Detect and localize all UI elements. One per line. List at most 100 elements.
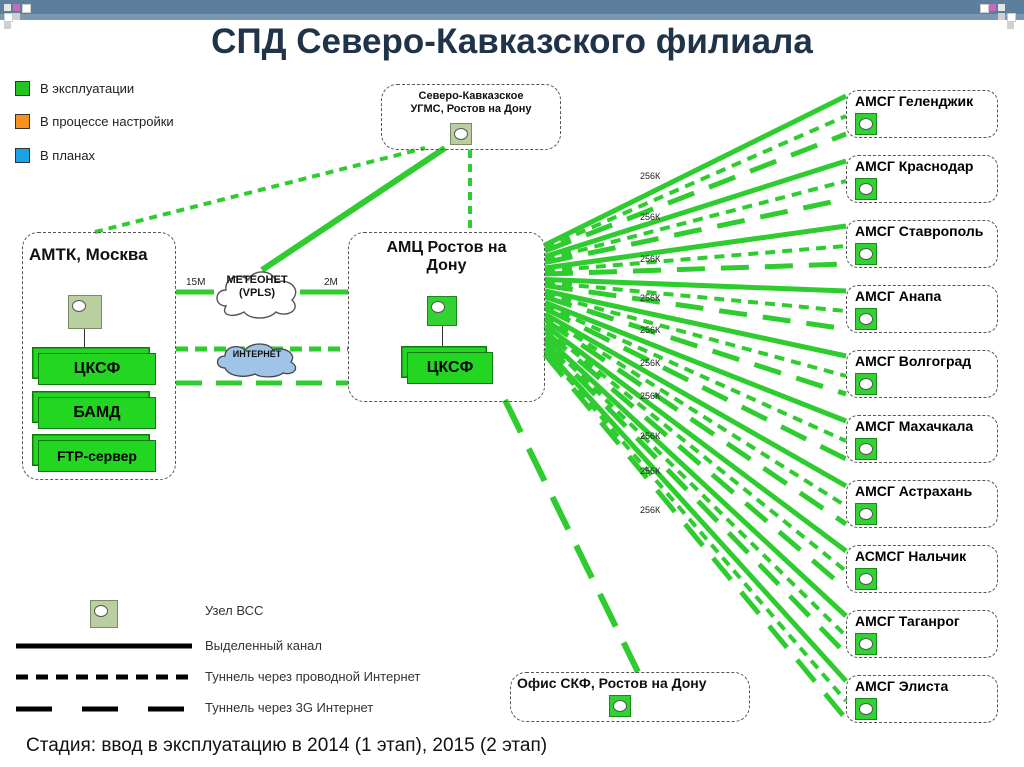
- station-box: АМСГ Ставрополь: [846, 220, 998, 268]
- station-link: [543, 315, 848, 508]
- legend-dedicated-label: Выделенный канал: [205, 638, 322, 653]
- station-box: АМСГ Махачкала: [846, 415, 998, 463]
- station-link: [543, 306, 848, 462]
- network-node-icon: [855, 178, 877, 200]
- internet-cloud-icon: [216, 343, 297, 378]
- speed-label: 15M: [186, 277, 206, 288]
- link-speed-label: 256К: [640, 325, 661, 335]
- page-title: СПД Северо-Кавказского филиала: [211, 22, 813, 61]
- station-label: АМСГ Краснодар: [855, 158, 974, 174]
- network-node-icon: [855, 503, 877, 525]
- station-label: АМСГ Волгоград: [855, 353, 972, 369]
- station-link: [544, 158, 847, 259]
- station-link: [543, 335, 848, 618]
- station-link: [544, 300, 847, 424]
- legend-operational: В эксплуатации: [15, 81, 134, 96]
- network-node-icon: [855, 698, 877, 720]
- station-box: АМСГ Краснодар: [846, 155, 998, 203]
- station-box: АМСГ Анапа: [846, 285, 998, 333]
- legend-swatch-icon: [15, 114, 30, 129]
- link-speed-label: 256К: [640, 505, 661, 515]
- header-bar: [0, 0, 1024, 20]
- station-box: АМСГ Геленджик: [846, 90, 998, 138]
- station-box: АМСГ Элиста: [846, 675, 998, 723]
- station-link: [543, 329, 848, 591]
- network-node-icon: [855, 438, 877, 460]
- station-link: [543, 326, 848, 573]
- station-label: АМСГ Махачкала: [855, 418, 974, 434]
- station-label: АМСГ Ставрополь: [855, 223, 984, 239]
- link-speed-label: 256К: [640, 212, 661, 222]
- network-node-icon: [855, 568, 877, 590]
- link-ugms-amtk: [94, 146, 426, 234]
- station-link: [543, 93, 848, 248]
- amtk-title: АМТК, Москва: [29, 245, 148, 264]
- station-link: [544, 283, 847, 332]
- station-link: [544, 179, 847, 262]
- network-node-icon: [427, 296, 457, 326]
- legend-configuring: В процессе настройки: [15, 114, 174, 129]
- office-label: Офис СКФ, Ростов на Дону: [517, 675, 707, 691]
- station-link: [543, 350, 848, 703]
- network-node-icon: [855, 633, 877, 655]
- station-link: [543, 323, 848, 554]
- legend-swatch-icon: [15, 148, 30, 163]
- station-link: [544, 292, 847, 378]
- station-link: [543, 311, 848, 489]
- link-speed-label: 256К: [640, 171, 661, 181]
- station-link: [544, 288, 847, 359]
- server-ftp: FTP-сервер: [38, 440, 156, 472]
- network-node-icon: [855, 113, 877, 135]
- network-node-icon: [90, 600, 118, 628]
- station-link: [544, 277, 847, 294]
- link-speed-label: 256К: [640, 466, 661, 476]
- link-speed-label: 256К: [640, 391, 661, 401]
- station-link: [543, 338, 848, 638]
- station-box: АСМСГ Нальчик: [846, 545, 998, 593]
- legend-label: В процессе настройки: [40, 114, 174, 129]
- link-speed-label: 256К: [640, 358, 661, 368]
- corner-decoration-right: [974, 0, 1024, 40]
- meteonet-label: МЕТЕОНЕТ(VPLS): [226, 274, 288, 299]
- link-speed-label: 256К: [640, 431, 661, 441]
- station-link: [544, 196, 847, 265]
- legend-wired-label: Туннель через проводной Интернет: [205, 669, 421, 684]
- link-speed-label: 256К: [640, 293, 661, 303]
- link-speed-label: 256К: [640, 254, 661, 264]
- amtk-box: АМТК, Москва: [22, 232, 176, 480]
- network-node-icon: [855, 308, 877, 330]
- line-legend-samples: [16, 643, 192, 712]
- station-box: АМСГ Астрахань: [846, 480, 998, 528]
- station-box: АМСГ Таганрог: [846, 610, 998, 658]
- station-label: АМСГ Астрахань: [855, 483, 973, 499]
- legend-node-label: Узел ВСС: [205, 603, 264, 618]
- server-bamd: БАМД: [38, 397, 156, 429]
- connector-line: [84, 329, 85, 353]
- network-node-icon: [68, 295, 102, 329]
- station-link: [544, 294, 847, 397]
- station-label: АМСГ Геленджик: [855, 93, 974, 109]
- station-link: [544, 261, 847, 277]
- station-label: АСМСГ Нальчик: [855, 548, 967, 564]
- footer-stage-text: Стадия: ввод в эксплуатацию в 2014 (1 эт…: [26, 735, 548, 756]
- server-cksf-moscow: ЦКСФ: [38, 353, 156, 385]
- legend-label: В планах: [40, 148, 96, 163]
- station-link: [544, 303, 847, 443]
- station-link: [543, 352, 848, 721]
- legend-label: В эксплуатации: [40, 81, 135, 96]
- connector-line: [442, 326, 443, 350]
- station-label: АМСГ Анапа: [855, 288, 942, 304]
- network-node-icon: [609, 695, 631, 717]
- network-node-icon: [855, 373, 877, 395]
- station-link: [543, 317, 848, 527]
- station-link: [543, 346, 848, 683]
- station-link: [544, 114, 847, 250]
- station-link: [543, 341, 848, 656]
- network-node-icon: [450, 123, 472, 145]
- network-node-icon: [855, 243, 877, 265]
- station-box: АМСГ Волгоград: [846, 350, 998, 398]
